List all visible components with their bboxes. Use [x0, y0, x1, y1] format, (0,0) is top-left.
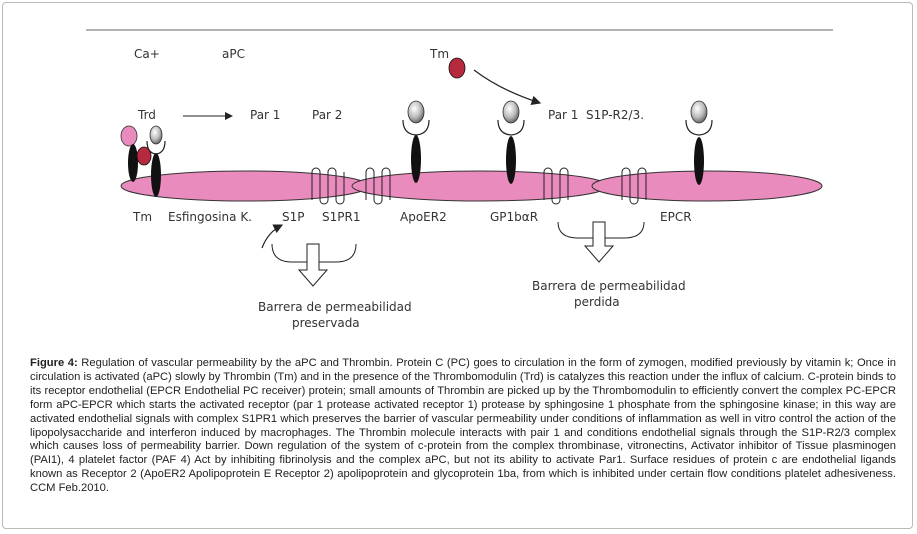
- trd-label: Trd: [137, 108, 156, 122]
- apoer2-label: ApoER2: [400, 210, 447, 224]
- s1pr23-coil: [543, 167, 569, 205]
- esfingosina-label: Esfingosina K.: [168, 210, 252, 224]
- thrombin-to-par1-arrow: [473, 69, 542, 105]
- epcr-cup: [685, 119, 713, 136]
- caption-label: Figure 4:: [30, 357, 78, 369]
- tm-black-rod: [128, 144, 138, 182]
- epcr-label: EPCR: [660, 210, 692, 224]
- barrier-preserved-line2: preservada: [292, 316, 360, 330]
- tm-bottom-label: Tm: [132, 210, 152, 224]
- ca-label: Ca+: [134, 47, 160, 61]
- apc-ball-apoer2: [407, 100, 425, 124]
- gp1ba-cup: [497, 119, 525, 136]
- par1-left-label: Par 1: [250, 108, 280, 122]
- membrane-segment-3: [591, 170, 823, 202]
- trd-cup: [146, 140, 166, 155]
- cell-membrane: [120, 170, 823, 202]
- barrier-lost-line1: Barrera de permeabilidad: [532, 279, 686, 293]
- epcr-coil: [621, 167, 647, 205]
- gp1ba-label: GP1bαR: [490, 210, 538, 224]
- apoer2-rod: [411, 135, 421, 183]
- lost-down-arrow: [583, 221, 615, 263]
- figure-caption: Figure 4: Regulation of vascular permeab…: [30, 357, 896, 496]
- permeability-diagram: Ca+ aPC Tm Trd Par 1 Par 2 Par 1 S1P-R2/…: [86, 29, 833, 330]
- epcr-rod: [694, 137, 704, 185]
- s1pr1-coil: [365, 167, 391, 205]
- tm-top-label: Tm: [429, 47, 449, 61]
- apc-ball-trd: [149, 125, 163, 145]
- thrombin-molecule-bound: [136, 146, 152, 166]
- pink-receptor-marker: [120, 125, 138, 147]
- thrombin-molecule-top: [448, 57, 466, 79]
- par1-right-label: Par 1: [548, 108, 578, 122]
- gp1ba-rod: [506, 136, 516, 184]
- thrombomodulin-complex: [120, 125, 166, 197]
- preserved-down-arrow: [297, 243, 329, 287]
- trd-black-rod: [151, 153, 161, 197]
- par2-label: Par 2: [312, 108, 342, 122]
- apc-label: aPC: [222, 47, 245, 61]
- gp1ba-receptor: [497, 100, 525, 184]
- par1-coil-left: [311, 167, 345, 205]
- s1p-arrow: [261, 224, 284, 249]
- s1pr23-label: S1P-R2/3.: [586, 108, 644, 122]
- apoer2-receptor: [402, 100, 430, 183]
- barrier-preserved-line1: Barrera de permeabilidad: [258, 300, 412, 314]
- epcr-receptor: [685, 100, 713, 185]
- s1pr1-label: S1PR1: [322, 210, 360, 224]
- barrier-lost-line2: perdida: [574, 295, 620, 309]
- s1p-label: S1P: [282, 210, 305, 224]
- caption-text: Regulation of vascular permeability by t…: [30, 357, 896, 495]
- apc-ball-gp1ba: [502, 100, 520, 124]
- apc-ball-epcr: [690, 100, 708, 124]
